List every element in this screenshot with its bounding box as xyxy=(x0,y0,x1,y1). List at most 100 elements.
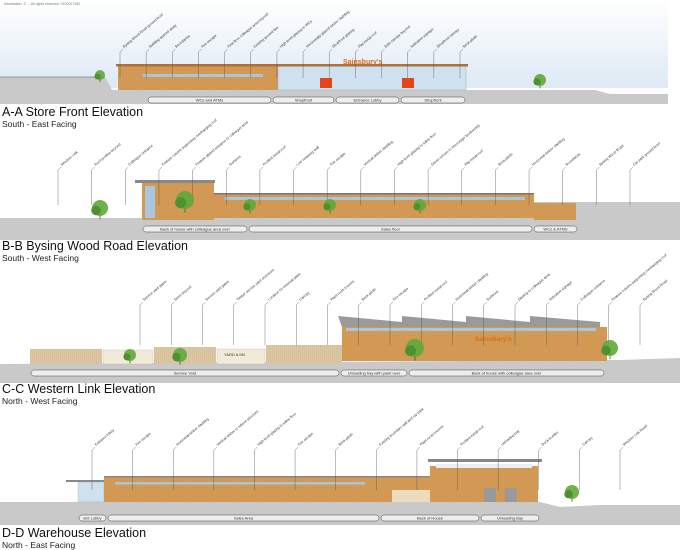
elevation-title: B-B Bysing Wood Road Elevation xyxy=(2,239,188,253)
annotation-label: Fire escape xyxy=(297,432,314,447)
annotation-label: Vertical timber cladding xyxy=(363,140,394,167)
sainsburys-sign: Sainsbury's xyxy=(343,59,383,66)
annotation-label: Horizontal timber cladding xyxy=(531,137,565,167)
annotation: Feature column supporting overhanging ro… xyxy=(608,253,668,345)
copyright-notice: Information. © ... All rights reserved. … xyxy=(4,2,80,6)
annotation-label: Feature column supporting overhanging ro… xyxy=(611,253,668,302)
annotation: Bysing Wood Road xyxy=(639,279,668,345)
annotation-label: Vertical timber to relieve structure xyxy=(216,409,259,446)
zone-label: Back of house with colleague area over xyxy=(160,226,230,231)
zone-segment: WCs & ATMS xyxy=(533,225,578,233)
annotation-label: Boundaries xyxy=(565,152,582,167)
zone-segment: Back of House xyxy=(380,514,480,522)
annotation-label: Bysing Wood Road xyxy=(598,144,624,167)
annotation-label: High level glazing to sales floor xyxy=(257,411,298,446)
zone-label: Service Yard xyxy=(174,370,197,375)
annotation-label: Plant room louvres xyxy=(330,279,356,301)
store-building xyxy=(135,180,576,220)
elevation-title: A-A Store Front Elevation xyxy=(2,105,143,119)
annotation: Western Link xyxy=(57,150,79,205)
annotation-label: Profiled metal roof xyxy=(460,425,485,447)
zone-bar: Service Yard Unloading bay with plant ove… xyxy=(30,369,605,377)
zone-label: Unloading Bay xyxy=(497,515,523,520)
ground-section xyxy=(0,358,680,383)
elevation-facing: South - East Facing xyxy=(2,119,77,129)
tree-icon xyxy=(123,349,136,364)
annotation-label: Dock leveller xyxy=(541,430,560,447)
zone-segment: Back of house with colleague area over xyxy=(408,369,605,377)
annotation-label: Indicative signage xyxy=(548,280,573,302)
annotation: Boundaries xyxy=(562,152,582,205)
annotation-label: Surfaces xyxy=(228,154,242,166)
annotation-label: Plant room louvres xyxy=(419,424,445,446)
annotation-label: Service yard gates xyxy=(205,279,231,301)
tree-icon xyxy=(175,191,194,213)
elevation-facing: North - West Facing xyxy=(2,396,78,406)
tree-icon xyxy=(564,485,579,502)
annotation-label: Entrance lobby xyxy=(94,428,115,447)
zone-segment: Sales floor xyxy=(248,225,533,233)
annotation-label: Unloading bay xyxy=(500,429,520,447)
zone-label: WCs & ATMS xyxy=(543,226,567,231)
tree-icon xyxy=(172,348,187,365)
yard-dimension-label: YARD 6.0M xyxy=(224,352,245,357)
zone-segment: Unloading bay with plant over xyxy=(340,369,408,377)
elevation-c-c: YARD 6.0M Sainsbury's Service yard gates… xyxy=(0,253,680,406)
annotation-label: Profiled metal roof xyxy=(262,145,287,167)
annotation-label: Feature column supporting overhanging ro… xyxy=(161,118,218,167)
annotation-label: Flat metal roof xyxy=(464,149,484,167)
zone-label: Sales floor xyxy=(381,226,401,231)
annotation-label: Colleague entrance xyxy=(580,279,606,302)
zone-label: Shopfront xyxy=(295,97,313,102)
annotation-label: Glazing to colleague area xyxy=(517,272,551,301)
annotation-label: Brick plinth xyxy=(497,152,513,166)
annotation-label: Car park ground level xyxy=(632,141,661,166)
elevation-facing: North - East Facing xyxy=(2,540,75,550)
elevation-a-a: Information. © ... All rights reserved. … xyxy=(0,0,668,129)
zone-label: WCs and ATMs xyxy=(196,97,224,102)
annotation-label: Brick plinth xyxy=(361,287,377,301)
tree-icon xyxy=(243,199,256,214)
annotation: Car park ground level xyxy=(629,141,661,205)
zone-segment: Back of house with colleague area over xyxy=(142,225,248,233)
tree-icon xyxy=(601,340,618,360)
annotation: Canopy xyxy=(296,291,311,345)
annotation: Roof profiles beyond xyxy=(91,143,122,205)
store-building: Sainsbury's xyxy=(338,316,607,361)
zone-segment: Shopfront xyxy=(272,96,335,104)
annotation-label: Canopy xyxy=(298,291,310,302)
zone-bar: WCs and ATMs Shopfront Entrance Lobby Shopf… xyxy=(147,96,466,104)
tree-icon xyxy=(323,199,336,214)
annotation-label: Store beyond xyxy=(173,285,192,302)
annotation: Horizontal timber cladding xyxy=(528,137,566,205)
elevation-facing: South - West Facing xyxy=(2,253,79,263)
annotation-label: Surfaces xyxy=(486,289,500,301)
annotation: Location for external plant xyxy=(264,272,301,345)
zone-segment: Sales Area xyxy=(107,514,380,522)
annotation: Western Link Road xyxy=(619,424,648,490)
annotation: Service yard gates xyxy=(139,279,168,345)
annotation: Store beyond xyxy=(171,285,192,345)
zone-label: Shopfront xyxy=(424,97,442,102)
annotation-label: Colleague entrance xyxy=(127,144,153,167)
store-building: Sainsbury's xyxy=(116,59,468,91)
zone-label: Sales Area xyxy=(234,515,254,520)
annotation-label: Location for external plant xyxy=(267,272,301,302)
zone-bar: Ent Lobby Sales Area Back of House Unloadin… xyxy=(78,514,540,522)
annotation-label: Profiled metal roof xyxy=(423,280,448,302)
zone-segment: Entrance Lobby xyxy=(335,96,400,104)
ground-section xyxy=(0,502,680,525)
sainsburys-sign: Sainsbury's xyxy=(475,336,512,343)
zone-segment: Ent Lobby xyxy=(78,514,107,522)
annotation: Timber service yard enclosure xyxy=(233,268,275,345)
annotation: Service yard gates xyxy=(202,279,231,345)
annotation: Canopy xyxy=(579,436,594,490)
zone-segment: Service Yard xyxy=(30,369,340,377)
zone-segment: WCs and ATMs xyxy=(147,96,272,104)
elevation-title: C-C Western Link Elevation xyxy=(2,382,155,396)
zone-label: Ent Lobby xyxy=(83,515,101,520)
elevation-title: D-D Warehouse Elevation xyxy=(2,526,146,540)
